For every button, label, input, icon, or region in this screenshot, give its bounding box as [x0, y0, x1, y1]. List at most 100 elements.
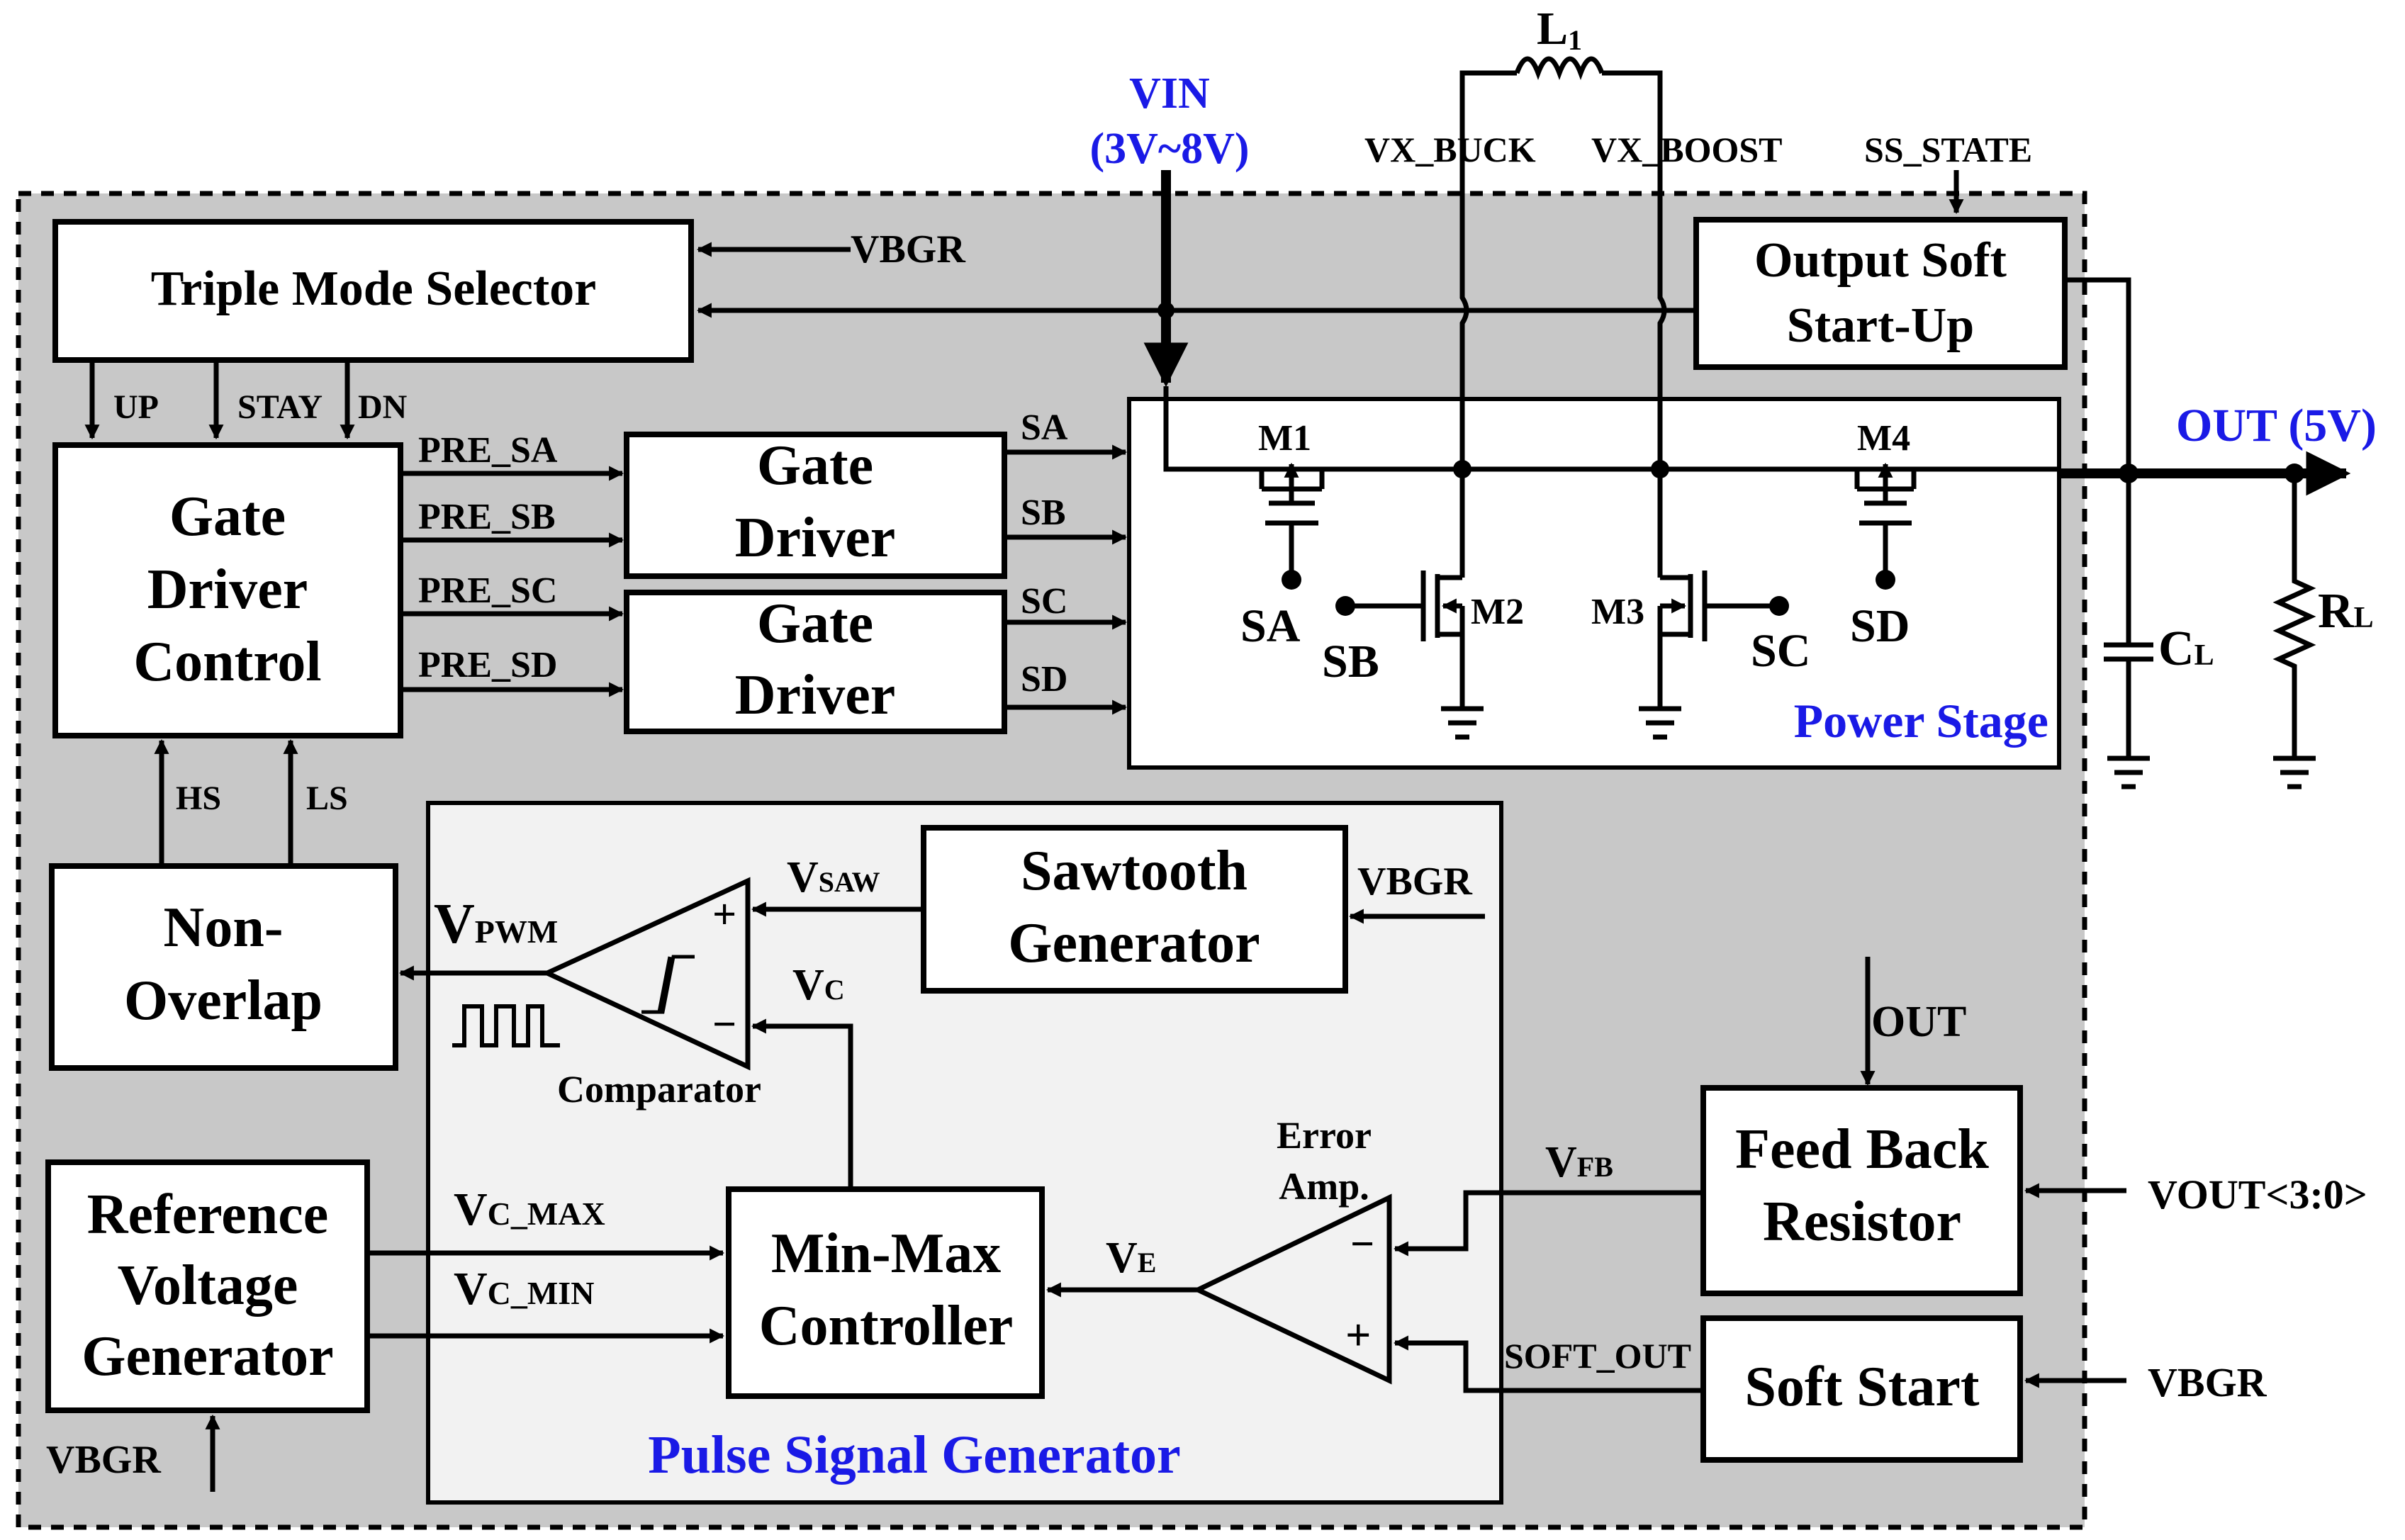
vc-wire — [751, 1018, 853, 1187]
up-label: UP — [113, 388, 159, 426]
non-overlap-line2: Overlap — [124, 969, 323, 1032]
m4-transistor — [1854, 462, 1917, 590]
comp-plus: + — [712, 891, 736, 938]
rl-label: RL — [2318, 584, 2374, 639]
soft-start-label: Soft Start — [1744, 1356, 1979, 1418]
vbgr-ref-label: VBGR — [46, 1438, 161, 1482]
m4-gate-label: SD — [1850, 600, 1910, 652]
ve-label: VE — [1106, 1234, 1156, 1282]
vfb-label: VFB — [1545, 1138, 1613, 1186]
gd2-line2: Driver — [735, 664, 896, 726]
feedback-line2: Resistor — [1763, 1191, 1961, 1253]
ea-minus: − — [1350, 1220, 1374, 1267]
gd1-line2: Driver — [735, 507, 896, 569]
vfb-wire — [1393, 1190, 1703, 1257]
ref-line1: Reference — [87, 1184, 329, 1246]
load-capacitor — [2104, 473, 2153, 789]
sawtooth-line2: Generator — [1008, 912, 1260, 974]
sd-out-label: SD — [1021, 659, 1067, 699]
ref-line2: Voltage — [118, 1254, 298, 1317]
cl-label: CL — [2158, 622, 2214, 676]
gd2-line1: Gate — [757, 592, 873, 655]
non-overlap-line1: Non- — [164, 897, 284, 959]
pre-sc-label: PRE_SC — [418, 571, 557, 611]
ea-plus: + — [1345, 1310, 1371, 1360]
output-soft-startup-block — [1693, 217, 2068, 370]
minmax-controller-block — [726, 1186, 1045, 1399]
pulse-generator-label: Pulse Signal Generator — [648, 1425, 1181, 1485]
feedback-line1: Feed Back — [1735, 1118, 1989, 1181]
feedback-resistor-block — [1700, 1085, 2023, 1296]
inductor-l1 — [1459, 56, 1663, 177]
error-amp-line2: Amp. — [1279, 1165, 1369, 1208]
sc-out-label: SC — [1021, 581, 1067, 622]
dn-label: DN — [358, 388, 408, 426]
vout-label: VOUT<3:0> — [2148, 1171, 2367, 1218]
vin-label: VIN — [1129, 69, 1210, 118]
comp-minus: − — [712, 1001, 736, 1047]
reference-voltage-generator-block — [45, 1159, 370, 1413]
gdc-line2: Driver — [147, 558, 308, 621]
pre-sd-label: PRE_SD — [418, 645, 557, 685]
softstartup-line1: Output Soft — [1754, 233, 2007, 288]
pre-sa-label: PRE_SA — [418, 430, 558, 471]
gate-driver-1-block — [624, 432, 1007, 579]
soft-out-wire — [1393, 1335, 1703, 1393]
vpwm-label: VPWM — [434, 893, 558, 955]
error-amp-line1: Error — [1277, 1114, 1372, 1157]
m1-gate-label: SA — [1240, 600, 1301, 652]
minmax-line1: Min-Max — [771, 1223, 1001, 1285]
stay-label: STAY — [237, 388, 323, 426]
triple-mode-selector-label: Triple Mode Selector — [151, 262, 597, 316]
out-5v-label: OUT (5V) — [2176, 400, 2377, 451]
gdc-line1: Gate — [169, 485, 286, 548]
power-stage-label: Power Stage — [1794, 694, 2048, 748]
vcmin-label: VC_MIN — [454, 1263, 594, 1315]
m4-label: M4 — [1857, 418, 1910, 459]
vcmax-label: VC_MAX — [454, 1184, 605, 1235]
gdc-line3: Control — [133, 631, 321, 693]
ls-label: LS — [306, 780, 348, 817]
vx-buck-label: VX_BUCK — [1364, 130, 1536, 169]
softstartup-to-out — [2065, 277, 2131, 475]
soft-out-label: SOFT_OUT — [1504, 1336, 1691, 1376]
vc-label: VC — [792, 961, 845, 1009]
hs-label: HS — [176, 780, 221, 817]
hysteresis-icon — [641, 955, 695, 1014]
m3-label: M3 — [1591, 592, 1644, 632]
m2-gate-label: SB — [1322, 636, 1379, 687]
vin-range-label: (3V~8V) — [1089, 125, 1249, 173]
error-amp-symbol — [1192, 1193, 1392, 1385]
comparator-label: Comparator — [557, 1068, 761, 1111]
inductor-label: L1 — [1537, 3, 1582, 56]
vbgr-softstart-label: VBGR — [2148, 1359, 2267, 1405]
soft-start-block — [1700, 1315, 2023, 1463]
sawtooth-line1: Sawtooth — [1021, 840, 1248, 902]
pwm-waveform-icon — [452, 1004, 560, 1047]
ss-state-label: SS_STATE — [1864, 130, 2032, 169]
m3-transistor — [1639, 469, 1789, 740]
power-bus — [1163, 386, 2059, 472]
load-resistor — [2272, 473, 2316, 789]
out-feedback-label: OUT — [1871, 998, 1966, 1046]
comparator-symbol — [541, 877, 751, 1071]
vbgr-tms-label: VBGR — [851, 227, 965, 271]
sb-out-label: SB — [1021, 493, 1066, 533]
gd1-line1: Gate — [757, 434, 873, 497]
sa-out-label: SA — [1021, 408, 1068, 448]
m1-transistor — [1259, 462, 1325, 590]
m2-label: M2 — [1471, 592, 1524, 632]
pre-sb-label: PRE_SB — [418, 497, 556, 537]
minmax-line2: Controller — [759, 1295, 1013, 1357]
vbgr-sawtooth-label: VBGR — [1357, 860, 1472, 904]
non-overlap-block — [49, 863, 398, 1071]
gate-driver-control-block — [52, 442, 403, 738]
gate-driver-2-block — [624, 590, 1007, 734]
vx-boost-label: VX_BOOST — [1591, 130, 1783, 169]
triple-mode-selector-block — [52, 219, 694, 363]
vsaw-label: VSAW — [787, 853, 880, 901]
m2-transistor — [1335, 469, 1484, 740]
ref-line3: Generator — [82, 1325, 333, 1388]
softstartup-line2: Start-Up — [1787, 298, 1974, 353]
